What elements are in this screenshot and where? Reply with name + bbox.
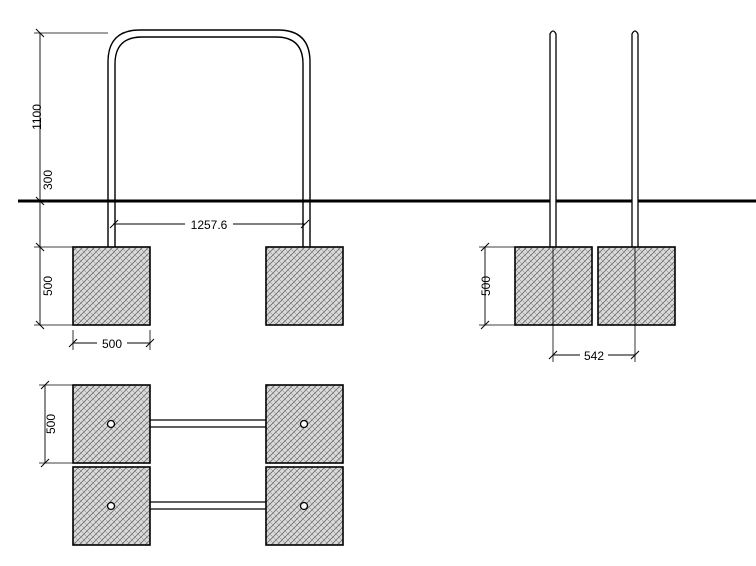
post-right [631, 30, 639, 247]
circle-icon [106, 501, 116, 511]
front-elevation: 1100 300 500 1257.6 500 [18, 28, 756, 351]
dim-label-500-width: 500 [102, 337, 122, 351]
dim-inner-width-tick-right [300, 219, 310, 229]
dim-label-500-side: 500 [479, 276, 493, 296]
dim-footing-width-tick-left [68, 338, 78, 348]
circle-icon [299, 419, 309, 429]
circle-icon [106, 419, 116, 429]
post-left [549, 30, 557, 247]
dim-label-1100: 1100 [30, 104, 44, 130]
side-dim-tick-bottom [480, 320, 490, 330]
side-dim-spacing-tick-right [630, 350, 640, 360]
dim-tick-footing-bottom [35, 320, 45, 330]
circle-icon [299, 501, 309, 511]
dim-footing-width-tick-right [145, 338, 155, 348]
side-elevation: 500 542 [479, 30, 676, 363]
footing-left [72, 246, 151, 326]
dim-tick-top [35, 28, 45, 38]
plan-dim-tick-top [40, 380, 50, 390]
dim-tick-ground [35, 196, 45, 206]
side-footing-left [514, 246, 593, 326]
plan-view: 500 [39, 380, 344, 546]
hoop-inner [114, 36, 304, 247]
dim-label-542: 542 [584, 349, 604, 363]
footing-right [265, 246, 344, 326]
dim-label-300: 300 [41, 170, 55, 190]
dim-tick-footing-top [35, 242, 45, 252]
dim-label-1257-6: 1257.6 [191, 218, 228, 232]
hoop-outer [107, 29, 311, 247]
dim-label-500-plan: 500 [44, 414, 58, 434]
side-dim-spacing-tick-left [548, 350, 558, 360]
side-footing-right [597, 246, 676, 326]
dim-label-500-front: 500 [41, 276, 55, 296]
side-dim-tick-top [480, 242, 490, 252]
dim-inner-width-tick-left [109, 219, 119, 229]
plan-dim-tick-bottom [40, 458, 50, 468]
